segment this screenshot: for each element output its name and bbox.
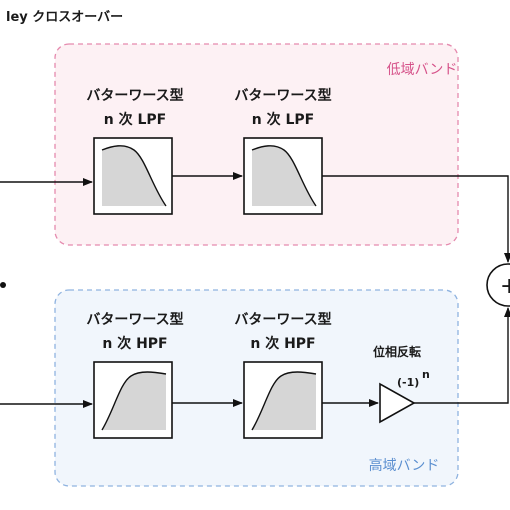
low-output-wire <box>322 175 510 263</box>
hpf2-type-label: バターワース型 <box>234 311 331 328</box>
lpf1-order-label: n 次 LPF <box>104 111 166 128</box>
hpf2-order-label: n 次 HPF <box>250 335 315 352</box>
inverter-gain-base: (-1) <box>397 376 419 389</box>
high-band-label: 高域バンド <box>369 457 440 474</box>
inverter-label: 位相反転 <box>373 344 421 359</box>
lpf1-block <box>93 137 173 215</box>
inverter-triangle-icon <box>379 382 416 424</box>
hpf1-type-label: バターワース型 <box>86 311 183 328</box>
high-output-wire <box>414 307 510 404</box>
diagram-title: ley クロスオーバー <box>6 10 123 25</box>
lpf2-type-label: バターワース型 <box>234 87 331 104</box>
lpf2-order-label: n 次 LPF <box>252 111 314 128</box>
lpf1-type-label: バターワース型 <box>86 87 183 104</box>
sum-symbol: + <box>500 274 510 299</box>
hpf2-block <box>243 361 323 439</box>
input-junction-dot <box>0 282 6 288</box>
lpf2-block <box>243 137 323 215</box>
hpf1-order-label: n 次 HPF <box>102 335 167 352</box>
sum-junction-icon <box>486 263 510 307</box>
inverter-gain-exponent: n <box>422 368 430 381</box>
hpf1-block <box>93 361 173 439</box>
low-band-label: 低域バンド <box>387 62 458 78</box>
